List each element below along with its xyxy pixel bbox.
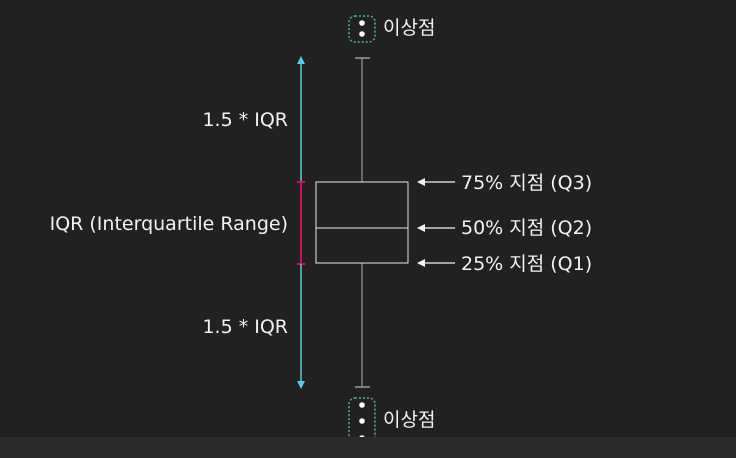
q2-label: 50% 지점 (Q2) (461, 217, 593, 239)
iqr-box (315, 181, 409, 264)
top-outlier-box (348, 15, 376, 43)
top-outlier-point (359, 20, 365, 26)
outlier-top-label: 이상점 (383, 17, 436, 39)
lower-whisker-label: 1.5 * IQR (202, 316, 288, 338)
upper-whisker-label: 1.5 * IQR (202, 109, 288, 131)
bottom-outlier-box (348, 397, 376, 447)
top-outlier-point (359, 31, 365, 37)
bottom-outlier-point (359, 402, 365, 408)
iqr-label: IQR (Interquartile Range) (49, 213, 288, 235)
q1-label: 25% 지점 (Q1) (461, 253, 593, 275)
bottom-outlier-point (359, 418, 365, 424)
outlier-bottom-label: 이상점 (383, 409, 436, 431)
bottom-strip (0, 437, 736, 458)
q3-label: 75% 지점 (Q3) (461, 172, 593, 194)
